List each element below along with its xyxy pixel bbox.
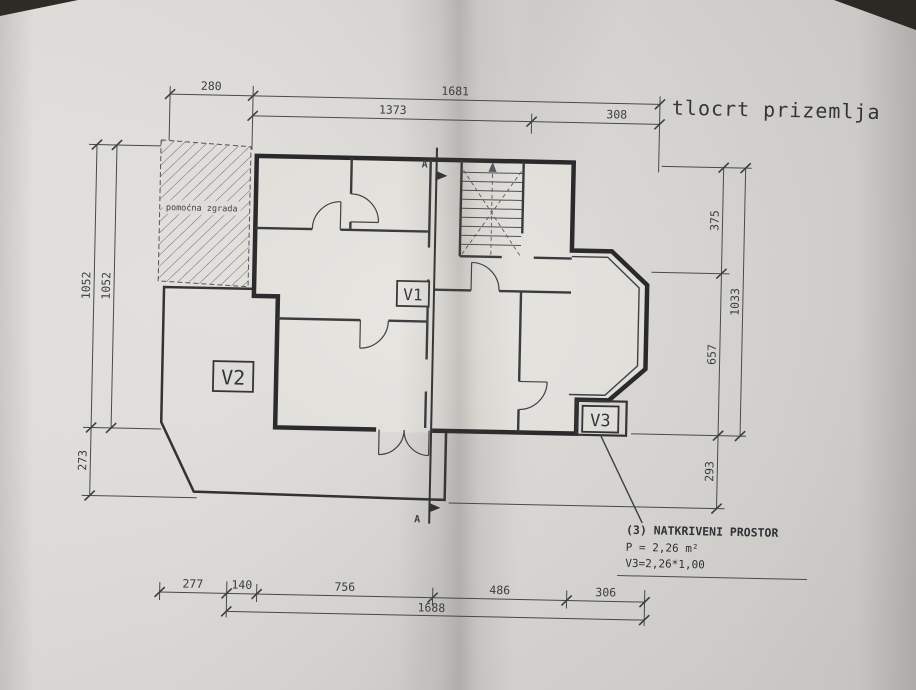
building-outline <box>251 153 650 436</box>
annotation-area: P = 2,26 m² <box>626 541 699 556</box>
dim-right-375: 375 <box>707 210 721 231</box>
dim-left-1052-outer: 1052 <box>79 271 94 299</box>
room-labels: V1 V2 V3 <box>211 279 620 434</box>
dim-left-1052-inner: 1052 <box>99 272 114 300</box>
bay-window-glazing <box>568 255 640 396</box>
dim-right-657: 657 <box>705 344 719 365</box>
dim-top-280: 280 <box>201 79 222 93</box>
staircase <box>460 161 523 256</box>
annotation-leader-line <box>600 435 643 524</box>
dim-bottom-756: 756 <box>334 580 355 594</box>
annotation-formula: V3=2,26*1,00 <box>625 557 705 572</box>
dim-right-1033: 1033 <box>728 288 743 316</box>
section-label-bottom: A <box>414 514 420 525</box>
dim-top-308: 308 <box>606 107 627 121</box>
annotation-block: (3) NATKRIVENI PROSTOR P = 2,26 m² V3=2,… <box>600 435 808 581</box>
room-label-v2: V2 <box>221 365 246 389</box>
aux-building-hatched-area: pomoćna zgrada <box>157 139 252 288</box>
dimension-tick-marks <box>84 88 752 626</box>
room-label-v3: V3 <box>590 411 611 431</box>
dimension-labels: 280 1681 1373 308 1052 1052 273 375 657 … <box>75 79 743 615</box>
room-label-v1: V1 <box>403 285 423 304</box>
terrace-outline <box>159 285 448 502</box>
doors <box>311 193 548 457</box>
dim-bottom-140: 140 <box>231 577 252 591</box>
covered-area-v3-outline <box>574 399 628 437</box>
dim-bottom-1688: 1688 <box>417 600 445 615</box>
annotation-heading: (3) NATKRIVENI PROSTOR <box>626 523 779 540</box>
dim-bottom-277: 277 <box>182 576 203 590</box>
stair-direction-arrow <box>488 161 497 172</box>
dim-left-273: 273 <box>75 450 89 471</box>
dim-top-1681: 1681 <box>441 84 469 99</box>
interior-walls <box>255 157 572 433</box>
dim-top-1373: 1373 <box>379 102 407 117</box>
annotation-underline <box>617 575 808 581</box>
section-arrow-top <box>435 170 448 181</box>
dim-bottom-486: 486 <box>489 583 510 597</box>
drawing-title: tlocrt prizemlja <box>672 96 881 124</box>
section-line: A A <box>414 147 448 525</box>
section-label-top: A <box>422 159 428 170</box>
section-arrow-bottom <box>428 502 441 513</box>
aux-building-label: pomoćna zgrada <box>166 202 238 214</box>
aux-label-background <box>162 199 241 216</box>
dim-bottom-306: 306 <box>595 585 616 599</box>
dim-right-293: 293 <box>702 461 716 482</box>
